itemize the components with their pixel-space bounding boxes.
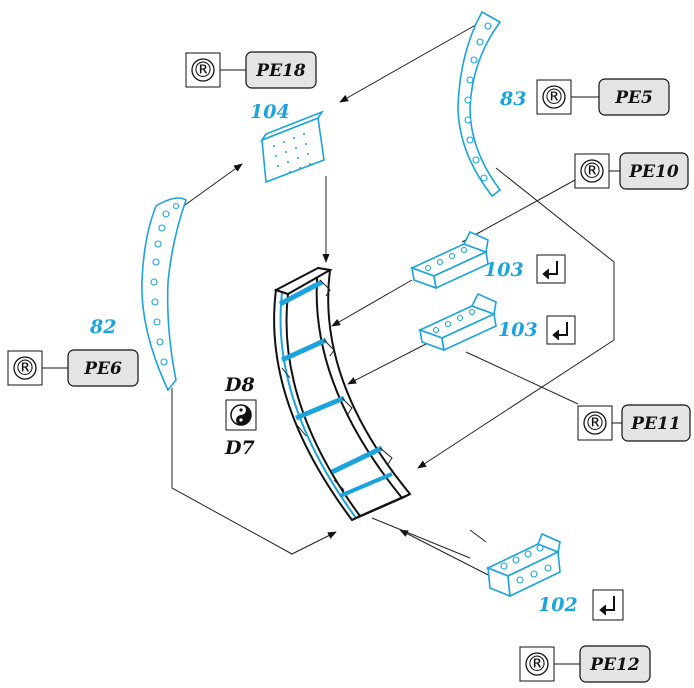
tag-pe12: ® PE12 [519,645,651,683]
return-arrow-icon [536,254,566,284]
tag-pe10-label: PE10 [628,162,679,182]
tag-pe5: ® PE5 [536,78,670,116]
part-number-104: 104 [250,101,290,123]
label-d7: D7 [224,437,255,459]
leader-lines [171,17,615,581]
tag-pe11-label: PE11 [630,414,680,434]
registered-mark-icon [542,85,566,109]
registered-symbol: ® [544,85,565,109]
registered-mark-icon [583,411,607,435]
return-arrow-icon [592,589,624,621]
return-arrow-icon [546,315,576,345]
registered-mark-icon [13,356,37,380]
registered-mark-icon [191,58,215,82]
registered-symbol: ® [585,411,606,435]
label-d8: D8 [224,374,255,396]
tag-pe5-label: PE5 [614,88,653,108]
part-102-bracket [486,532,561,598]
tag-pe11: ® PE11 [577,404,691,442]
registered-mark-icon [525,652,549,676]
tag-pe12-label: PE12 [589,655,640,675]
tag-pe18: ® PE18 [185,51,317,89]
registered-symbol: ® [582,159,603,183]
part-number-103-upper: 103 [484,259,524,281]
registered-symbol: ® [15,356,36,380]
part-82-strip [141,197,187,392]
tag-pe6-label: PE6 [83,359,122,379]
registered-mark-icon [580,159,604,183]
part-104-plate [259,110,325,184]
part-number-83: 83 [499,88,526,110]
part-number-102: 102 [538,594,578,616]
registered-symbol: ® [527,652,548,676]
part-103-lower-bracket [417,292,497,352]
part-number-103-lower: 103 [498,319,538,341]
part-103-upper-bracket [409,230,489,290]
tag-pe6: ® PE6 [7,349,139,387]
main-frame [273,266,412,522]
part-number-82: 82 [89,316,116,338]
yin-yang-icon [225,399,257,431]
part-83-strip [457,10,502,198]
registered-symbol: ® [193,58,214,82]
tag-pe18-label: PE18 [255,61,306,81]
tag-pe10: ® PE10 [574,152,689,190]
